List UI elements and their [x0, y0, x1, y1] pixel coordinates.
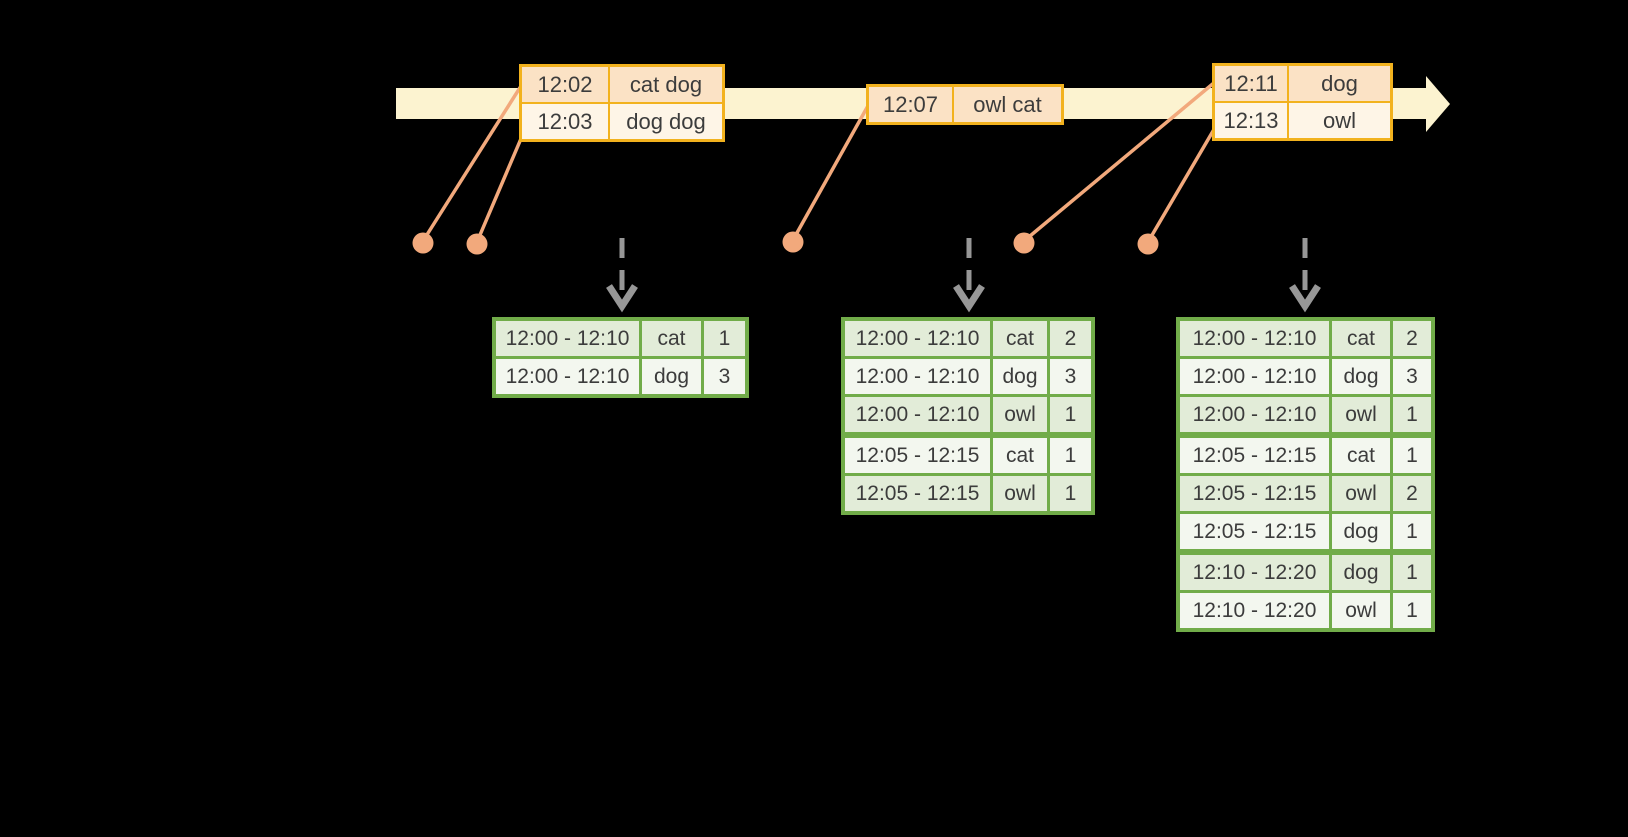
- word-cell: owl: [993, 476, 1047, 511]
- result-table-2: 12:00 - 12:10 cat 2 12:00 - 12:10 dog 3 …: [841, 317, 1095, 515]
- event-time-cell: 12:02: [522, 67, 608, 102]
- event-dot: [1137, 233, 1159, 255]
- window-cell: 12:10 - 12:20: [1180, 555, 1329, 590]
- word-cell: dog: [993, 359, 1047, 394]
- window-cell: 12:05 - 12:15: [845, 438, 990, 473]
- word-cell: cat: [1332, 321, 1390, 356]
- window-cell: 12:05 - 12:15: [845, 476, 990, 511]
- count-cell: 1: [1393, 555, 1431, 590]
- count-cell: 2: [1393, 321, 1431, 356]
- result-table-3: 12:00 - 12:10 cat 2 12:00 - 12:10 dog 3 …: [1176, 317, 1435, 632]
- result-row: 12:10 - 12:20 owl 1: [1180, 593, 1431, 628]
- result-row: 12:00 - 12:10 owl 1: [1180, 397, 1431, 432]
- event-time-cell: 12:07: [869, 87, 952, 122]
- trigger-arrowhead-icon: [1289, 284, 1321, 313]
- word-cell: cat: [993, 438, 1047, 473]
- word-cell: cat: [993, 321, 1047, 356]
- count-cell: 2: [1393, 476, 1431, 511]
- event-connector-line: [1146, 125, 1218, 243]
- result-row: 12:05 - 12:15 cat 1: [845, 438, 1091, 473]
- event-connector-line: [791, 103, 871, 241]
- window-cell: 12:00 - 12:10: [845, 359, 990, 394]
- word-cell: owl: [1332, 476, 1390, 511]
- window-cell: 12:00 - 12:10: [1180, 321, 1329, 356]
- event-words-cell: cat dog: [610, 67, 722, 102]
- result-row: 12:00 - 12:10 dog 3: [845, 359, 1091, 394]
- word-cell: cat: [642, 321, 701, 356]
- window-cell: 12:00 - 12:10: [845, 397, 990, 432]
- result-row: 12:00 - 12:10 dog 3: [496, 359, 745, 394]
- word-cell: owl: [1332, 593, 1390, 628]
- window-cell: 12:05 - 12:15: [1180, 476, 1329, 511]
- event-table-3: 12:11 dog 12:13 owl: [1212, 63, 1393, 141]
- result-row: 12:00 - 12:10 cat 2: [845, 321, 1091, 356]
- window-cell: 12:05 - 12:15: [1180, 438, 1329, 473]
- event-time-cell: 12:11: [1215, 66, 1287, 101]
- window-cell: 12:00 - 12:10: [496, 321, 639, 356]
- result-table-1: 12:00 - 12:10 cat 1 12:00 - 12:10 dog 3: [492, 317, 749, 398]
- result-row: 12:10 - 12:20 dog 1: [1180, 555, 1431, 590]
- event-words-cell: owl: [1289, 103, 1390, 138]
- event-row: 12:03 dog dog: [522, 104, 722, 139]
- timeline-arrowhead-icon: [1426, 76, 1450, 132]
- trigger-arrowhead-icon: [606, 284, 638, 313]
- count-cell: 1: [1050, 476, 1091, 511]
- result-row: 12:05 - 12:15 dog 1: [1180, 514, 1431, 549]
- window-cell: 12:00 - 12:10: [496, 359, 639, 394]
- event-dot: [466, 233, 488, 255]
- window-cell: 12:00 - 12:10: [845, 321, 990, 356]
- word-cell: cat: [1332, 438, 1390, 473]
- trigger-arrowhead-icon: [953, 284, 985, 313]
- event-row: 12:11 dog: [1215, 66, 1390, 101]
- result-row: 12:00 - 12:10 cat 2: [1180, 321, 1431, 356]
- event-dot: [1013, 232, 1035, 254]
- event-dot: [412, 232, 434, 254]
- event-words-cell: dog: [1289, 66, 1390, 101]
- window-cell: 12:00 - 12:10: [1180, 397, 1329, 432]
- result-row: 12:00 - 12:10 owl 1: [845, 397, 1091, 432]
- count-cell: 1: [1393, 593, 1431, 628]
- event-time-cell: 12:03: [522, 104, 608, 139]
- count-cell: 1: [1393, 438, 1431, 473]
- window-cell: 12:10 - 12:20: [1180, 593, 1329, 628]
- event-table-2: 12:07 owl cat: [866, 84, 1064, 125]
- event-row: 12:13 owl: [1215, 103, 1390, 138]
- event-words-cell: owl cat: [954, 87, 1061, 122]
- count-cell: 2: [1050, 321, 1091, 356]
- count-cell: 1: [1050, 397, 1091, 432]
- count-cell: 1: [1050, 438, 1091, 473]
- event-dot: [782, 231, 804, 253]
- event-time-cell: 12:13: [1215, 103, 1287, 138]
- count-cell: 3: [704, 359, 745, 394]
- count-cell: 1: [704, 321, 745, 356]
- result-row: 12:05 - 12:15 cat 1: [1180, 438, 1431, 473]
- event-table-1: 12:02 cat dog 12:03 dog dog: [519, 64, 725, 142]
- result-row: 12:05 - 12:15 owl 2: [1180, 476, 1431, 511]
- event-row: 12:02 cat dog: [522, 67, 722, 102]
- event-connector-line: [475, 133, 525, 243]
- count-cell: 1: [1393, 514, 1431, 549]
- word-cell: dog: [1332, 555, 1390, 590]
- count-cell: 3: [1393, 359, 1431, 394]
- result-row: 12:00 - 12:10 dog 3: [1180, 359, 1431, 394]
- event-row: 12:07 owl cat: [869, 87, 1061, 122]
- word-cell: dog: [642, 359, 701, 394]
- word-cell: dog: [1332, 359, 1390, 394]
- event-connector-line: [1022, 80, 1217, 243]
- event-connector-line: [421, 85, 523, 242]
- window-cell: 12:00 - 12:10: [1180, 359, 1329, 394]
- window-cell: 12:05 - 12:15: [1180, 514, 1329, 549]
- count-cell: 1: [1393, 397, 1431, 432]
- result-row: 12:00 - 12:10 cat 1: [496, 321, 745, 356]
- event-words-cell: dog dog: [610, 104, 722, 139]
- result-row: 12:05 - 12:15 owl 1: [845, 476, 1091, 511]
- word-cell: owl: [1332, 397, 1390, 432]
- count-cell: 3: [1050, 359, 1091, 394]
- word-cell: dog: [1332, 514, 1390, 549]
- word-cell: owl: [993, 397, 1047, 432]
